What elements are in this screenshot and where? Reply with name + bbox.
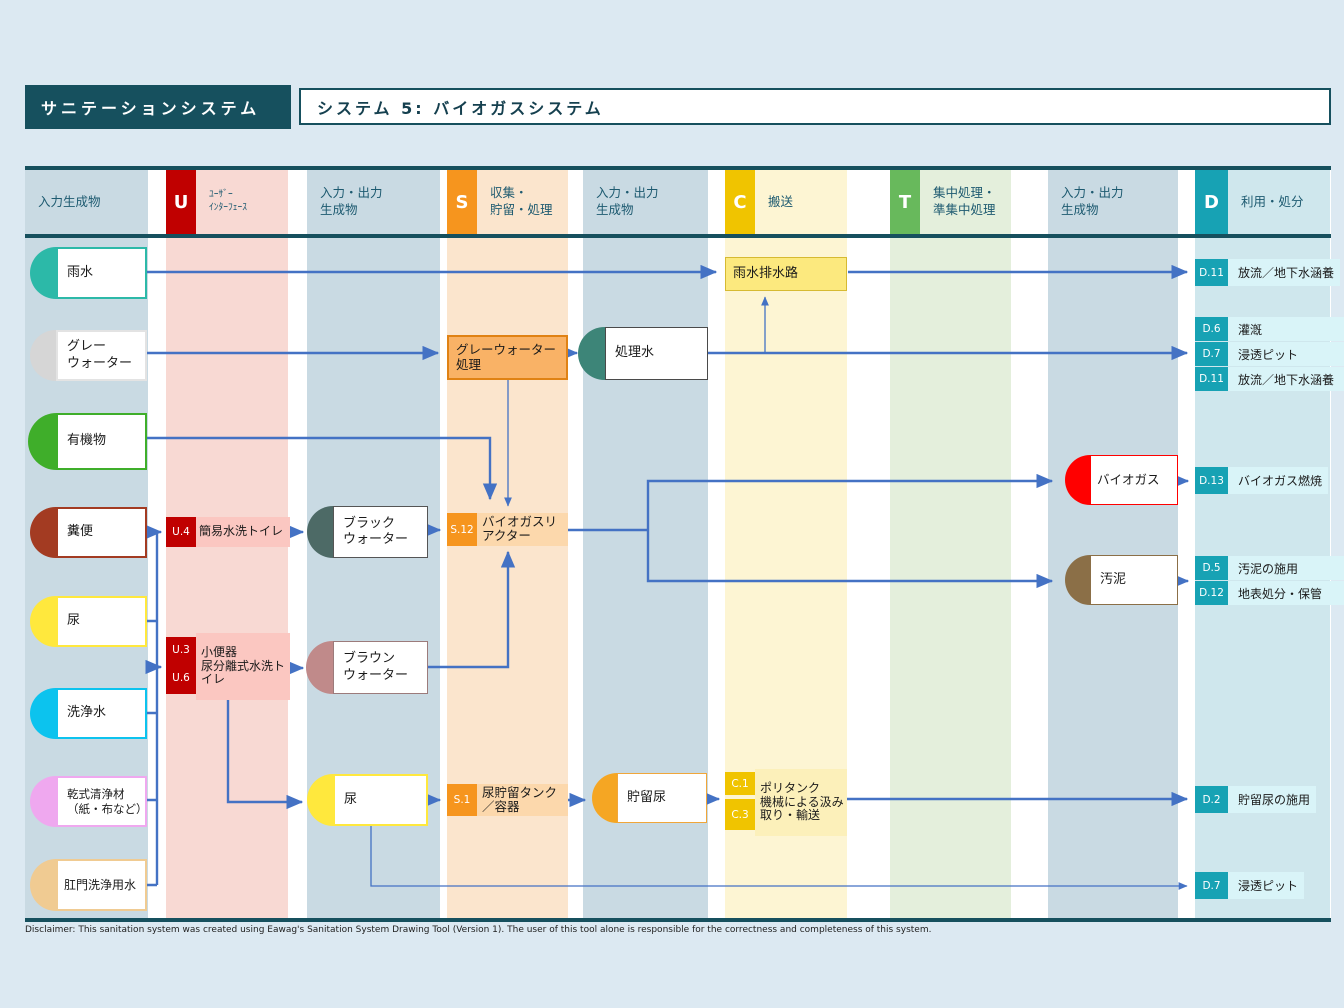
process-rainwater-drain: 雨水排水路 [725,257,847,291]
c3-code-badge: C.3 [725,799,755,830]
header-label: 入力・出力生成物 [596,185,659,217]
disposal-d7-soak-pit: D.7 浸透ピット [1195,872,1305,900]
product-flushwater: 洗浄水 [30,688,147,739]
header-badge-S: S [447,170,477,234]
process-s1-urine-storage: S.1 尿貯留タンク／容器 [447,784,568,816]
disposal-d13-biogas-combustion: D.13 バイオガス燃焼 [1195,467,1329,495]
header-label: 利用・処分 [1241,193,1304,209]
product-urine: 尿 [30,596,147,647]
header-user-interface: ﾕｰｻﾞｰｲﾝﾀｰﾌｪｰｽ [196,170,288,234]
header-treatment: 集中処理・準集中処理 [920,170,1011,234]
disposal-d11-discharge: D.11 放流／地下水涵養 [1195,259,1341,287]
header-badge-U: U [166,170,196,234]
u6-code-badge: U.6 [166,662,196,694]
disposal-d2-stored-urine: D.2 貯留尿の施用 [1195,786,1317,814]
top-rule [25,166,1331,170]
header-label: 入力生成物 [38,193,101,209]
header-label: 搬送 [768,193,794,209]
system-title: システム 5: バイオガスシステム [299,88,1331,125]
header-label: ﾕｰｻﾞｰｲﾝﾀｰﾌｪｰｽ [209,189,248,213]
header-label: 収集・貯留・処理 [490,185,553,217]
process-c13-conveyance: C.1 C.3 ポリタンク 機械による汲み取り・輸送 [725,769,847,836]
d11-code-badge: D.11 [1195,259,1228,286]
product-drycleansing: 乾式清浄材（紙・布など） [30,776,148,827]
header-rule [25,234,1331,238]
header-badge-T: T [890,170,920,234]
s12-code-badge: S.12 [447,513,477,546]
process-u4-pourflush-toilet: U.4 簡易水洗トイレ [166,517,290,547]
product-analwater: 肛門洗浄用水 [30,859,147,911]
product-brownwater: ブラウンウォーター [306,641,428,694]
process-u36-urinal-udft: U.3 U.6 小便器 尿分離式水洗トイレ [166,633,290,700]
disclaimer-text: Disclaimer: This sanitation system was c… [25,925,932,935]
d12-code-badge: D.12 [1195,581,1228,605]
u36-badge-column: U.3 U.6 [166,633,196,700]
d7-code-badge: D.7 [1195,342,1228,366]
product-treatedwater: 処理水 [578,327,708,380]
product-biogas: バイオガス [1065,455,1178,505]
u4-code-badge: U.4 [166,517,196,547]
header-label: 集中処理・準集中処理 [933,185,996,217]
product-sludge: 汚泥 [1065,555,1178,605]
d2-code-badge: D.2 [1195,786,1228,813]
c13-badge-column: C.1 C.3 [725,769,755,836]
product-urine2: 尿 [307,774,428,826]
d13-code-badge: D.13 [1195,467,1228,494]
disposal-group-sludge: D.5 汚泥の施用 D.12 地表処分・保管 [1195,556,1344,606]
header-collection: 収集・貯留・処理 [477,170,568,234]
c1-code-badge: C.1 [725,772,755,795]
header-conveyance: 搬送 [755,170,847,234]
d11b-code-badge: D.11 [1195,367,1228,391]
d7b-code-badge: D.7 [1195,872,1228,899]
product-storedurine: 貯留尿 [592,773,707,823]
u3-code-badge: U.3 [166,637,196,662]
product-blackwater: ブラックウォーター [307,506,428,558]
header-inout-3: 入力・出力生成物 [1048,170,1178,234]
header-inout-1: 入力・出力生成物 [307,170,440,234]
header-badge-C: C [725,170,755,234]
header-inout-2: 入力・出力生成物 [583,170,708,234]
bottom-rule [25,918,1331,922]
product-greywater: グレーウォーター [30,330,147,381]
process-greywater-treatment: グレーウォーター処理 [447,335,568,380]
col-treatment-panel [890,238,1011,918]
app-title: サニテーションシステム [25,85,291,129]
header-badge-D: D [1195,170,1228,234]
d5-code-badge: D.5 [1195,556,1228,580]
product-feces: 糞便 [30,507,147,558]
product-rainwater: 雨水 [30,247,147,299]
header-input-products: 入力生成物 [25,170,148,234]
s1-code-badge: S.1 [447,784,477,816]
col-user-interface-panel [166,238,288,918]
header-label: 入力・出力生成物 [1061,185,1124,217]
disposal-group-treatedwater: D.6 灌漑 D.7 浸透ピット D.11 放流／地下水涵養 [1195,317,1344,392]
product-organics: 有機物 [28,413,147,470]
header-use-disposal: 利用・処分 [1228,170,1330,234]
d6-code-badge: D.6 [1195,317,1228,341]
header-label: 入力・出力生成物 [320,185,383,217]
process-s12-biogas-reactor: S.12 バイオガスリアクター [447,513,568,546]
